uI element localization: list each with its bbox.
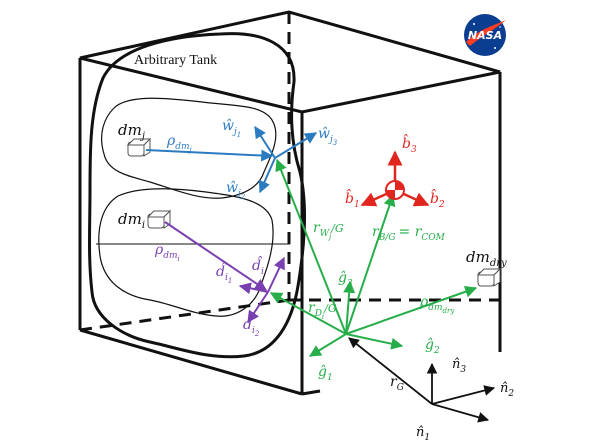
g1-label: ĝ1 xyxy=(318,363,333,383)
n3-label: n̂3 xyxy=(452,357,466,375)
g3-label: ĝ3 xyxy=(338,269,353,289)
r-d-g-label: rDi/G xyxy=(308,300,337,321)
w-frame-vectors xyxy=(145,125,318,194)
d-i2-label: d̂i2 xyxy=(243,314,260,338)
blob-j-outline xyxy=(101,97,277,199)
r-b-g-label: rB/G= rCOM xyxy=(372,224,446,243)
mass-cube-j-icon xyxy=(126,137,152,157)
rho-dm-dry-label: ρdmdry xyxy=(419,294,455,315)
w-j1-label: ŵj1 xyxy=(222,118,241,139)
nasa-swoosh xyxy=(466,20,506,46)
b3-label: b̂3 xyxy=(402,133,417,155)
d-i1-label: d̂i1 xyxy=(216,261,232,285)
blob-i-outline xyxy=(98,188,274,317)
nasa-logo-text: NASA xyxy=(468,29,502,42)
rho-dm-j-label: ρdmj xyxy=(166,133,193,154)
w-j2-label: ŵj2 xyxy=(226,180,246,201)
mass-cube-i-icon xyxy=(146,209,172,229)
b2-label: b̂2 xyxy=(430,188,445,210)
arbitrary-tank-outline xyxy=(88,32,306,359)
w-j3-label: ŵj3 xyxy=(318,126,338,147)
dm-dry-label: dmdry xyxy=(466,248,507,269)
tank-title: Arbitrary Tank xyxy=(134,53,217,68)
nasa-logo: NASA xyxy=(464,14,506,56)
g-frame-vectors xyxy=(269,158,478,357)
cube-edges xyxy=(78,10,502,396)
inertial-frame-vectors xyxy=(348,337,496,423)
center-of-mass-icon xyxy=(385,180,405,200)
dm-j-label: dmj xyxy=(118,121,145,142)
rho-dm-i-label: ρdmi xyxy=(154,242,180,263)
mass-cube-dry-icon xyxy=(476,267,502,287)
n2-label: n̂2 xyxy=(500,381,514,399)
g2-label: ĝ2 xyxy=(425,336,440,356)
r-g-label: rG xyxy=(390,374,404,393)
r-w-g-label: rWj/G xyxy=(313,220,344,241)
d-frame-vectors xyxy=(164,221,285,323)
dm-i-label: dmi xyxy=(118,210,145,231)
n1-label: n̂1 xyxy=(416,425,430,443)
d-i-label: d̂i xyxy=(252,255,264,277)
b1-label: b̂1 xyxy=(345,188,360,210)
